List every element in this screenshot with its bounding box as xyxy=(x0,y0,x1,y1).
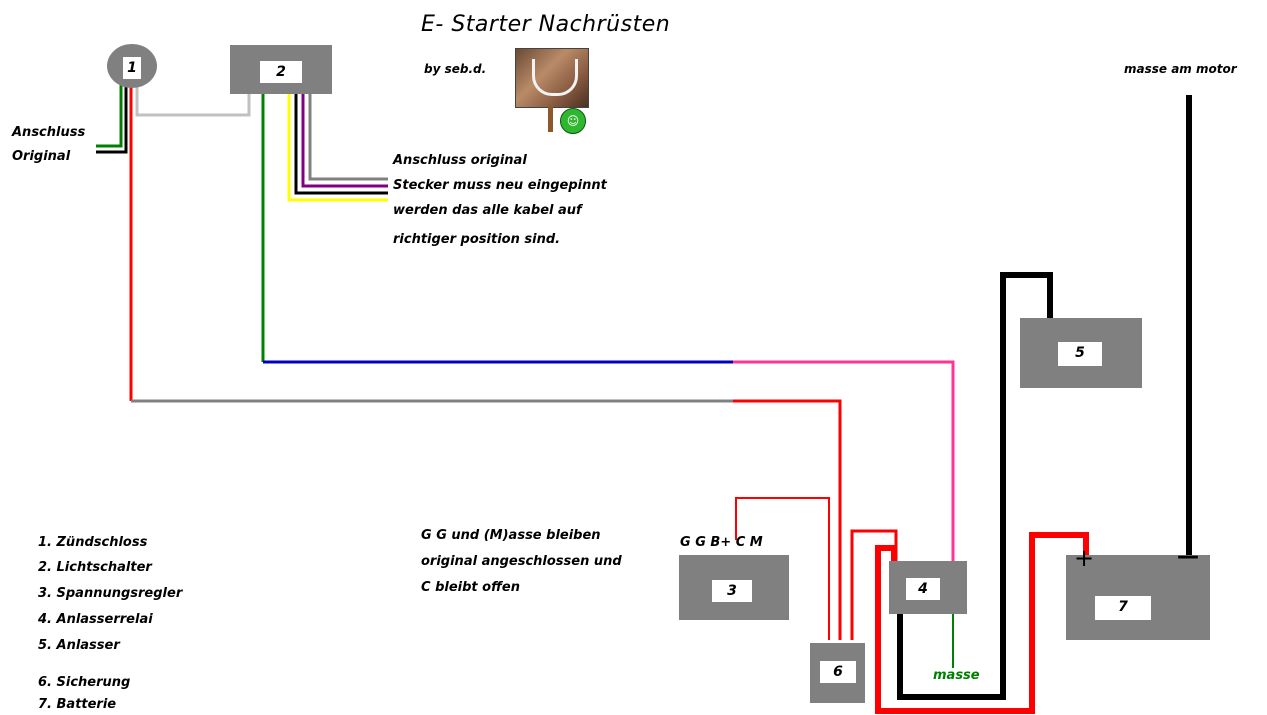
wire-red-regulator-fuse xyxy=(735,497,830,640)
ignition-switch-label: 1 xyxy=(123,57,141,79)
regulator-note-line1: G G und (M)asse bleiben xyxy=(421,528,601,543)
battery-plus-terminal: + xyxy=(1074,544,1095,572)
wire-black-light-original xyxy=(294,94,388,195)
wire-grey-light-original xyxy=(308,94,388,181)
sign-stick xyxy=(548,106,553,132)
light-note-line4: richtiger position sind. xyxy=(393,232,561,247)
masse-am-motor-label: masse am motor xyxy=(1124,62,1237,76)
legend-item: 3. Spannungsregler xyxy=(38,586,183,601)
wire-pink-to-relay xyxy=(733,360,955,561)
wire-red-to-fuse xyxy=(733,399,842,640)
masse-label: masse xyxy=(933,668,980,683)
wire-black-ignition-original xyxy=(96,84,128,154)
legend-item: 2. Lichtschalter xyxy=(38,560,152,575)
voltage-regulator-label: 3 xyxy=(712,580,752,602)
legend-item: 5. Anlasser xyxy=(38,638,120,653)
fuse-label: 6 xyxy=(820,661,856,683)
smiley-icon: ☺ xyxy=(560,108,586,134)
page-title: E- Starter Nachrüsten xyxy=(421,12,671,37)
light-note-line1: Anschluss original xyxy=(393,153,527,168)
wire-yellow-light-original xyxy=(287,94,388,202)
anschluss-original-left-line2: Original xyxy=(12,149,71,164)
regulator-note-line3: C bleibt offen xyxy=(421,580,520,595)
legend-item: 6. Sicherung xyxy=(38,675,131,690)
wire-black-relay-starter xyxy=(897,272,1053,700)
anschluss-original-left-line1: Anschluss xyxy=(12,125,86,140)
battery-label: 7 xyxy=(1095,596,1151,620)
starter-motor-label: 5 xyxy=(1058,342,1102,366)
light-note-line3: werden das alle kabel auf xyxy=(393,203,582,218)
wire-green-ignition-original xyxy=(96,84,123,148)
byline: by seb.d. xyxy=(424,62,487,76)
legend-item: 4. Anlasserrelai xyxy=(38,612,153,627)
legend-item: 7. Batterie xyxy=(38,697,117,712)
starter-relay-label: 4 xyxy=(906,578,940,600)
wire-red-battery-relay xyxy=(875,532,1089,714)
wire-lightgrey-ignition-light xyxy=(135,84,251,117)
regulator-terminals: G G B+ C M xyxy=(680,535,763,550)
wire-purple-light-original xyxy=(301,94,388,188)
legend-item: 1. Zündschloss xyxy=(38,535,148,550)
battery-minus-terminal: — xyxy=(1177,544,1199,569)
avatar-image xyxy=(515,48,589,108)
regulator-note-line2: original angeschlossen und xyxy=(421,554,622,569)
light-note-line2: Stecker muss neu eingepinnt xyxy=(393,178,607,193)
light-switch-label: 2 xyxy=(260,61,302,83)
